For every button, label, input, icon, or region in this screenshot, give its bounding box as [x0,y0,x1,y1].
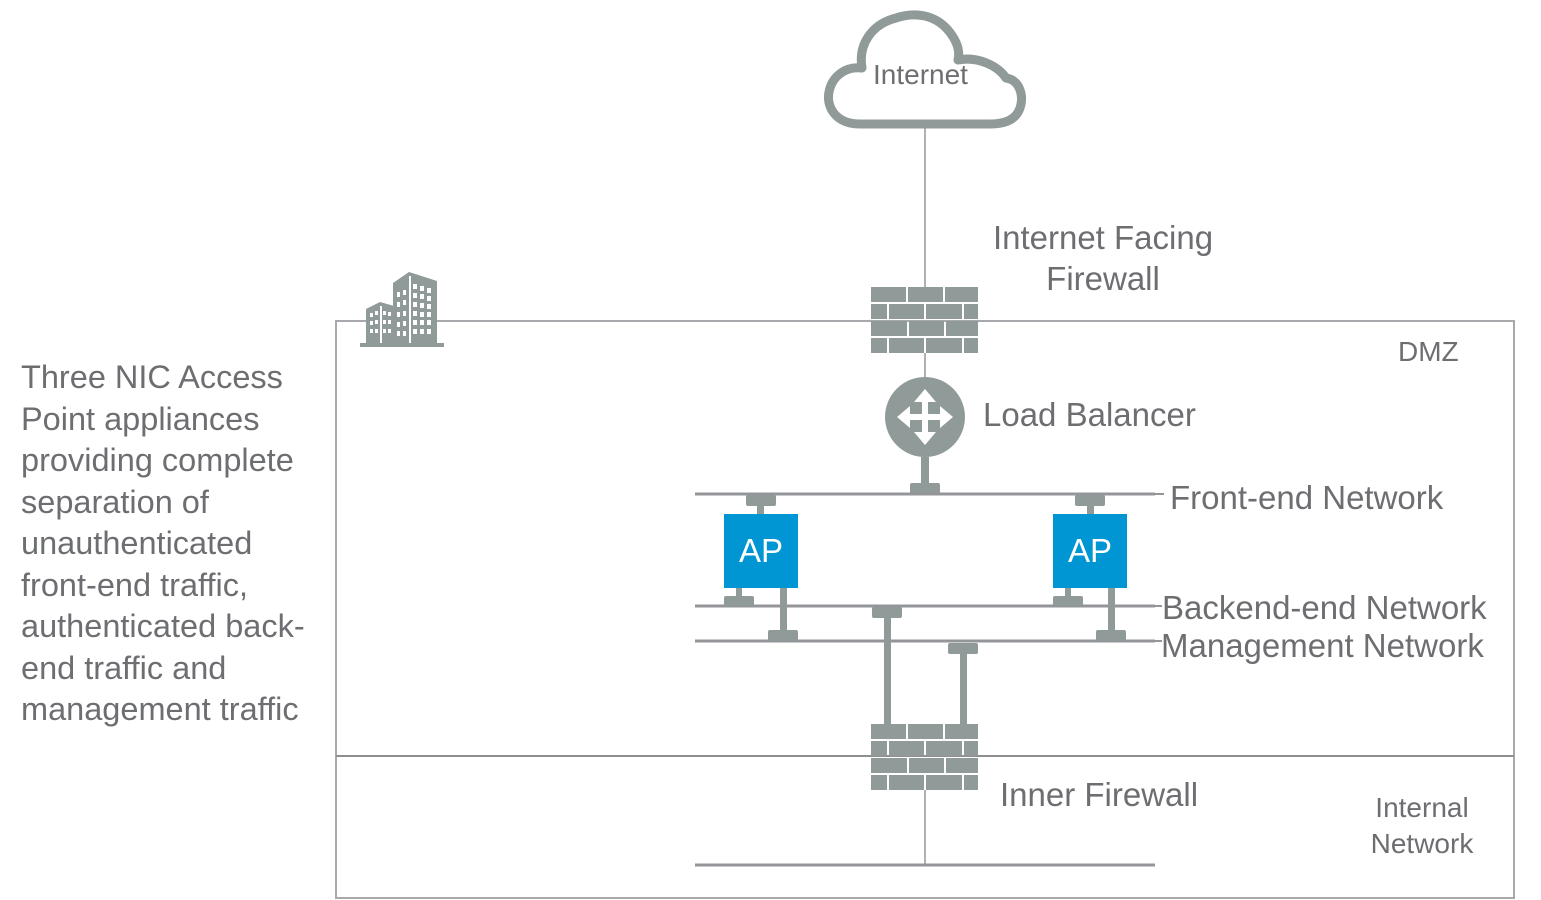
internal-network-zone-label: Internal Network [1352,790,1492,862]
network-label-ticks [1155,493,1164,642]
backend-network-label: Backend-end Network [1162,589,1487,626]
cloud-icon [823,10,1026,129]
description-text: Three NIC Access Point appliances provid… [21,359,305,727]
inner-firewall-uplinks [872,607,978,726]
inner-firewall-icon [871,724,978,790]
internal-network-label-line1: Internal [1375,792,1469,823]
outer-firewall-label-line1: Internet Facing [992,219,1214,256]
outer-firewall-label: Internet Facing Firewall [985,217,1221,299]
ap-left-label: AP [738,532,784,569]
ap-appliance-right: AP [1053,514,1127,588]
outer-firewall-label-line2: Firewall [1046,260,1160,297]
building-icon [360,272,444,347]
ap-appliance-left: AP [724,514,798,588]
ap-right-label: AP [1067,532,1113,569]
internal-network-label-line2: Network [1370,828,1474,859]
load-balancer-icon [885,377,965,494]
dmz-zone-label: DMZ [1398,336,1459,367]
ap-right-connectors [1053,495,1126,641]
ap-left-connectors [724,495,798,641]
load-balancer-label: Load Balancer [983,396,1196,433]
internet-label: Internet [873,59,968,90]
outer-firewall-icon [871,287,978,353]
frontend-network-label: Front-end Network [1170,479,1444,516]
management-network-label: Management Network [1161,627,1484,664]
inner-firewall-label: Inner Firewall [1000,776,1199,813]
